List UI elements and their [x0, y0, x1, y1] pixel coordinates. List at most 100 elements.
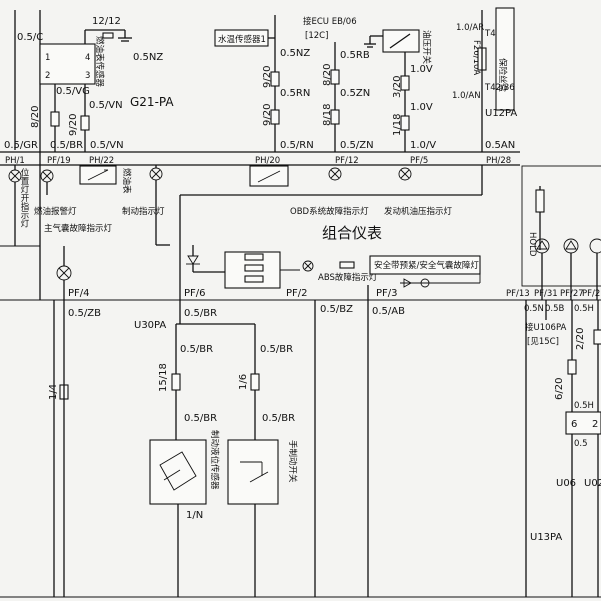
brake-fluid-sensor [149, 439, 207, 505]
u13pa-connector: U13PA [530, 532, 562, 543]
u06-connector: U06 [556, 478, 576, 489]
seatbelt-airbag-label: 安全带预紧/安全气囊故障灯 [374, 260, 479, 271]
fuel-gauge-label: 燃油表 [121, 168, 132, 194]
fuse-wire-out: 1.0/AN [452, 91, 481, 101]
wire-05c: 0.5/C [17, 32, 43, 43]
pin-ph28: PH/28 [486, 156, 511, 166]
wire-05br-b: 0.5/BR [50, 140, 83, 151]
fuse-wire-bottom: T42/36 [484, 83, 515, 93]
wire-05gr: 0.5/GR [4, 140, 38, 151]
airbag-main-lamp [56, 265, 72, 281]
u106pa-ref: [见15C] [527, 337, 559, 347]
wire-05br-2: 0.5/BR [180, 344, 213, 355]
ecu-link-label: 接ECU EB/06 [303, 16, 357, 27]
wire-05br-3: 0.5/BR [260, 344, 293, 355]
right-pin-6: 6 [571, 419, 577, 430]
wire-05rn-b: 0.5/RN [280, 140, 314, 151]
wire-05h-b: 0.5H [574, 401, 594, 411]
wire-05an: 0.5AN [485, 140, 515, 151]
brake-fluid-label: 制动液位传感器 [209, 430, 220, 490]
fuel-sensor-pin2: 2 [45, 71, 50, 81]
wire-05vn: 0.5/VN [89, 100, 123, 111]
wire-05vg: 0.5/VG [56, 86, 90, 97]
water-temp-sensor-label: 水温传感器1 [218, 34, 266, 45]
hold-label: HOLD [527, 232, 537, 257]
wire-12-12: 12/12 [92, 16, 121, 27]
gauge-8-18: 8/18 [322, 104, 333, 126]
wire-05zn: 0.5ZN [340, 88, 370, 99]
fuse-box-label: 保险丝盒 [497, 58, 508, 93]
fuse-wire-in: 1.0/AR [456, 23, 484, 33]
airbag-fault-label: 主气囊故障指示灯 [44, 223, 113, 234]
gauge-9-20: 9/20 [68, 114, 79, 136]
cluster-title: 组合仪表 [322, 224, 382, 242]
right-pin-2: 2 [592, 419, 598, 430]
pin-pf13: PF/13 [506, 289, 530, 299]
fuel-gauge-meter [79, 165, 117, 185]
wire-05br-5: 0.5/BR [262, 413, 295, 424]
wire-05: 0.5 [574, 439, 588, 449]
fuel-sensor-connector: G21-PA [130, 95, 174, 109]
oil-pressure-lamp [398, 167, 412, 181]
gauge-8-20-b: 8/20 [322, 64, 333, 86]
u02-connector: U02 [584, 478, 601, 489]
gauge-1-4: 1/4 [48, 384, 59, 400]
handbrake-label: 手制动开关 [287, 440, 298, 483]
wire-05zb: 0.5/ZB [68, 308, 101, 319]
pin-pf5: PF/5 [410, 156, 428, 166]
pin-pf27: PF/27 [560, 289, 584, 299]
wire-10v-a: 1.0V [410, 64, 433, 75]
gauge-8-20: 8/20 [30, 106, 41, 128]
ecu-link-ref: [12C] [305, 31, 328, 41]
obd-fault-lamp [328, 167, 342, 181]
gauge-6-20: 6/20 [554, 378, 565, 400]
wire-05br: 0.5/BR [184, 308, 217, 319]
handbrake-switch [227, 439, 279, 505]
pin-pf12: PF/12 [335, 156, 359, 166]
gauge-2-20: 2/20 [575, 328, 586, 350]
fuel-alarm-label: 燃油报警灯 [34, 206, 77, 217]
u30pa-connector: U30PA [134, 320, 166, 331]
fuel-alarm-lamp [40, 169, 54, 183]
obd-fault-label: OBD系统故障指示灯 [290, 206, 369, 217]
wire-05rn: 0.5RN [280, 88, 310, 99]
gauge-9-20-b: 9/20 [262, 66, 273, 88]
pin-pf2: PF/2 [286, 288, 308, 299]
oil-pressure-label: 发动机油压指示灯 [384, 206, 453, 217]
fuel-sensor-label: 燃油表传感器 [94, 36, 105, 88]
wire-10v-c: 1.0/V [410, 140, 436, 151]
pin-ph1: PH/1 [5, 156, 25, 166]
abs-fault-label: ABS故障指示灯 [318, 272, 378, 283]
pin-pf6: PF/6 [184, 288, 206, 299]
pin-ph20: PH/20 [255, 156, 280, 166]
fuse-connector: U12PA [485, 108, 517, 119]
abs-fault-lamp [302, 260, 314, 272]
brake-fluid-pin: 1/N [186, 510, 203, 521]
wire-05ab: 0.5/AB [372, 306, 405, 317]
wire-05rb: 0.5RB [340, 50, 370, 61]
fuel-sensor-pin4: 4 [85, 53, 90, 63]
right-lamp-2 [563, 238, 579, 254]
fuel-sensor-box [39, 43, 96, 85]
wire-05br-4: 0.5/BR [184, 413, 217, 424]
wire-05zn-b: 0.5/ZN [340, 140, 374, 151]
pin-ph22: PH/22 [89, 156, 114, 166]
wire-05n: 0.5N [524, 304, 544, 314]
brake-indicator-lamp [149, 167, 163, 181]
wire-05vn-b: 0.5/VN [90, 140, 124, 151]
oil-pressure-switch-label: 油压开关 [421, 30, 432, 65]
pin-pf31: PF/31 [534, 289, 558, 299]
position-light-label: 位置灯开指示灯 [19, 167, 29, 228]
gauge-3-20: 3/20 [392, 76, 403, 98]
wire-05b: 0.5B [545, 304, 565, 314]
wire-05h: 0.5H [574, 304, 594, 314]
wire-05nz: 0.5NZ [280, 48, 310, 59]
gauge-1-6: 1/6 [238, 374, 249, 390]
gauge-9-20-c: 9/20 [262, 104, 273, 126]
pin-pf2b: PF/2 [582, 289, 600, 299]
pin-pf19: PF/19 [47, 156, 71, 166]
gauge-15-18: 15/18 [158, 363, 169, 392]
u106pa-label: 接U106PA [525, 322, 567, 333]
right-lamp-3 [589, 238, 601, 254]
